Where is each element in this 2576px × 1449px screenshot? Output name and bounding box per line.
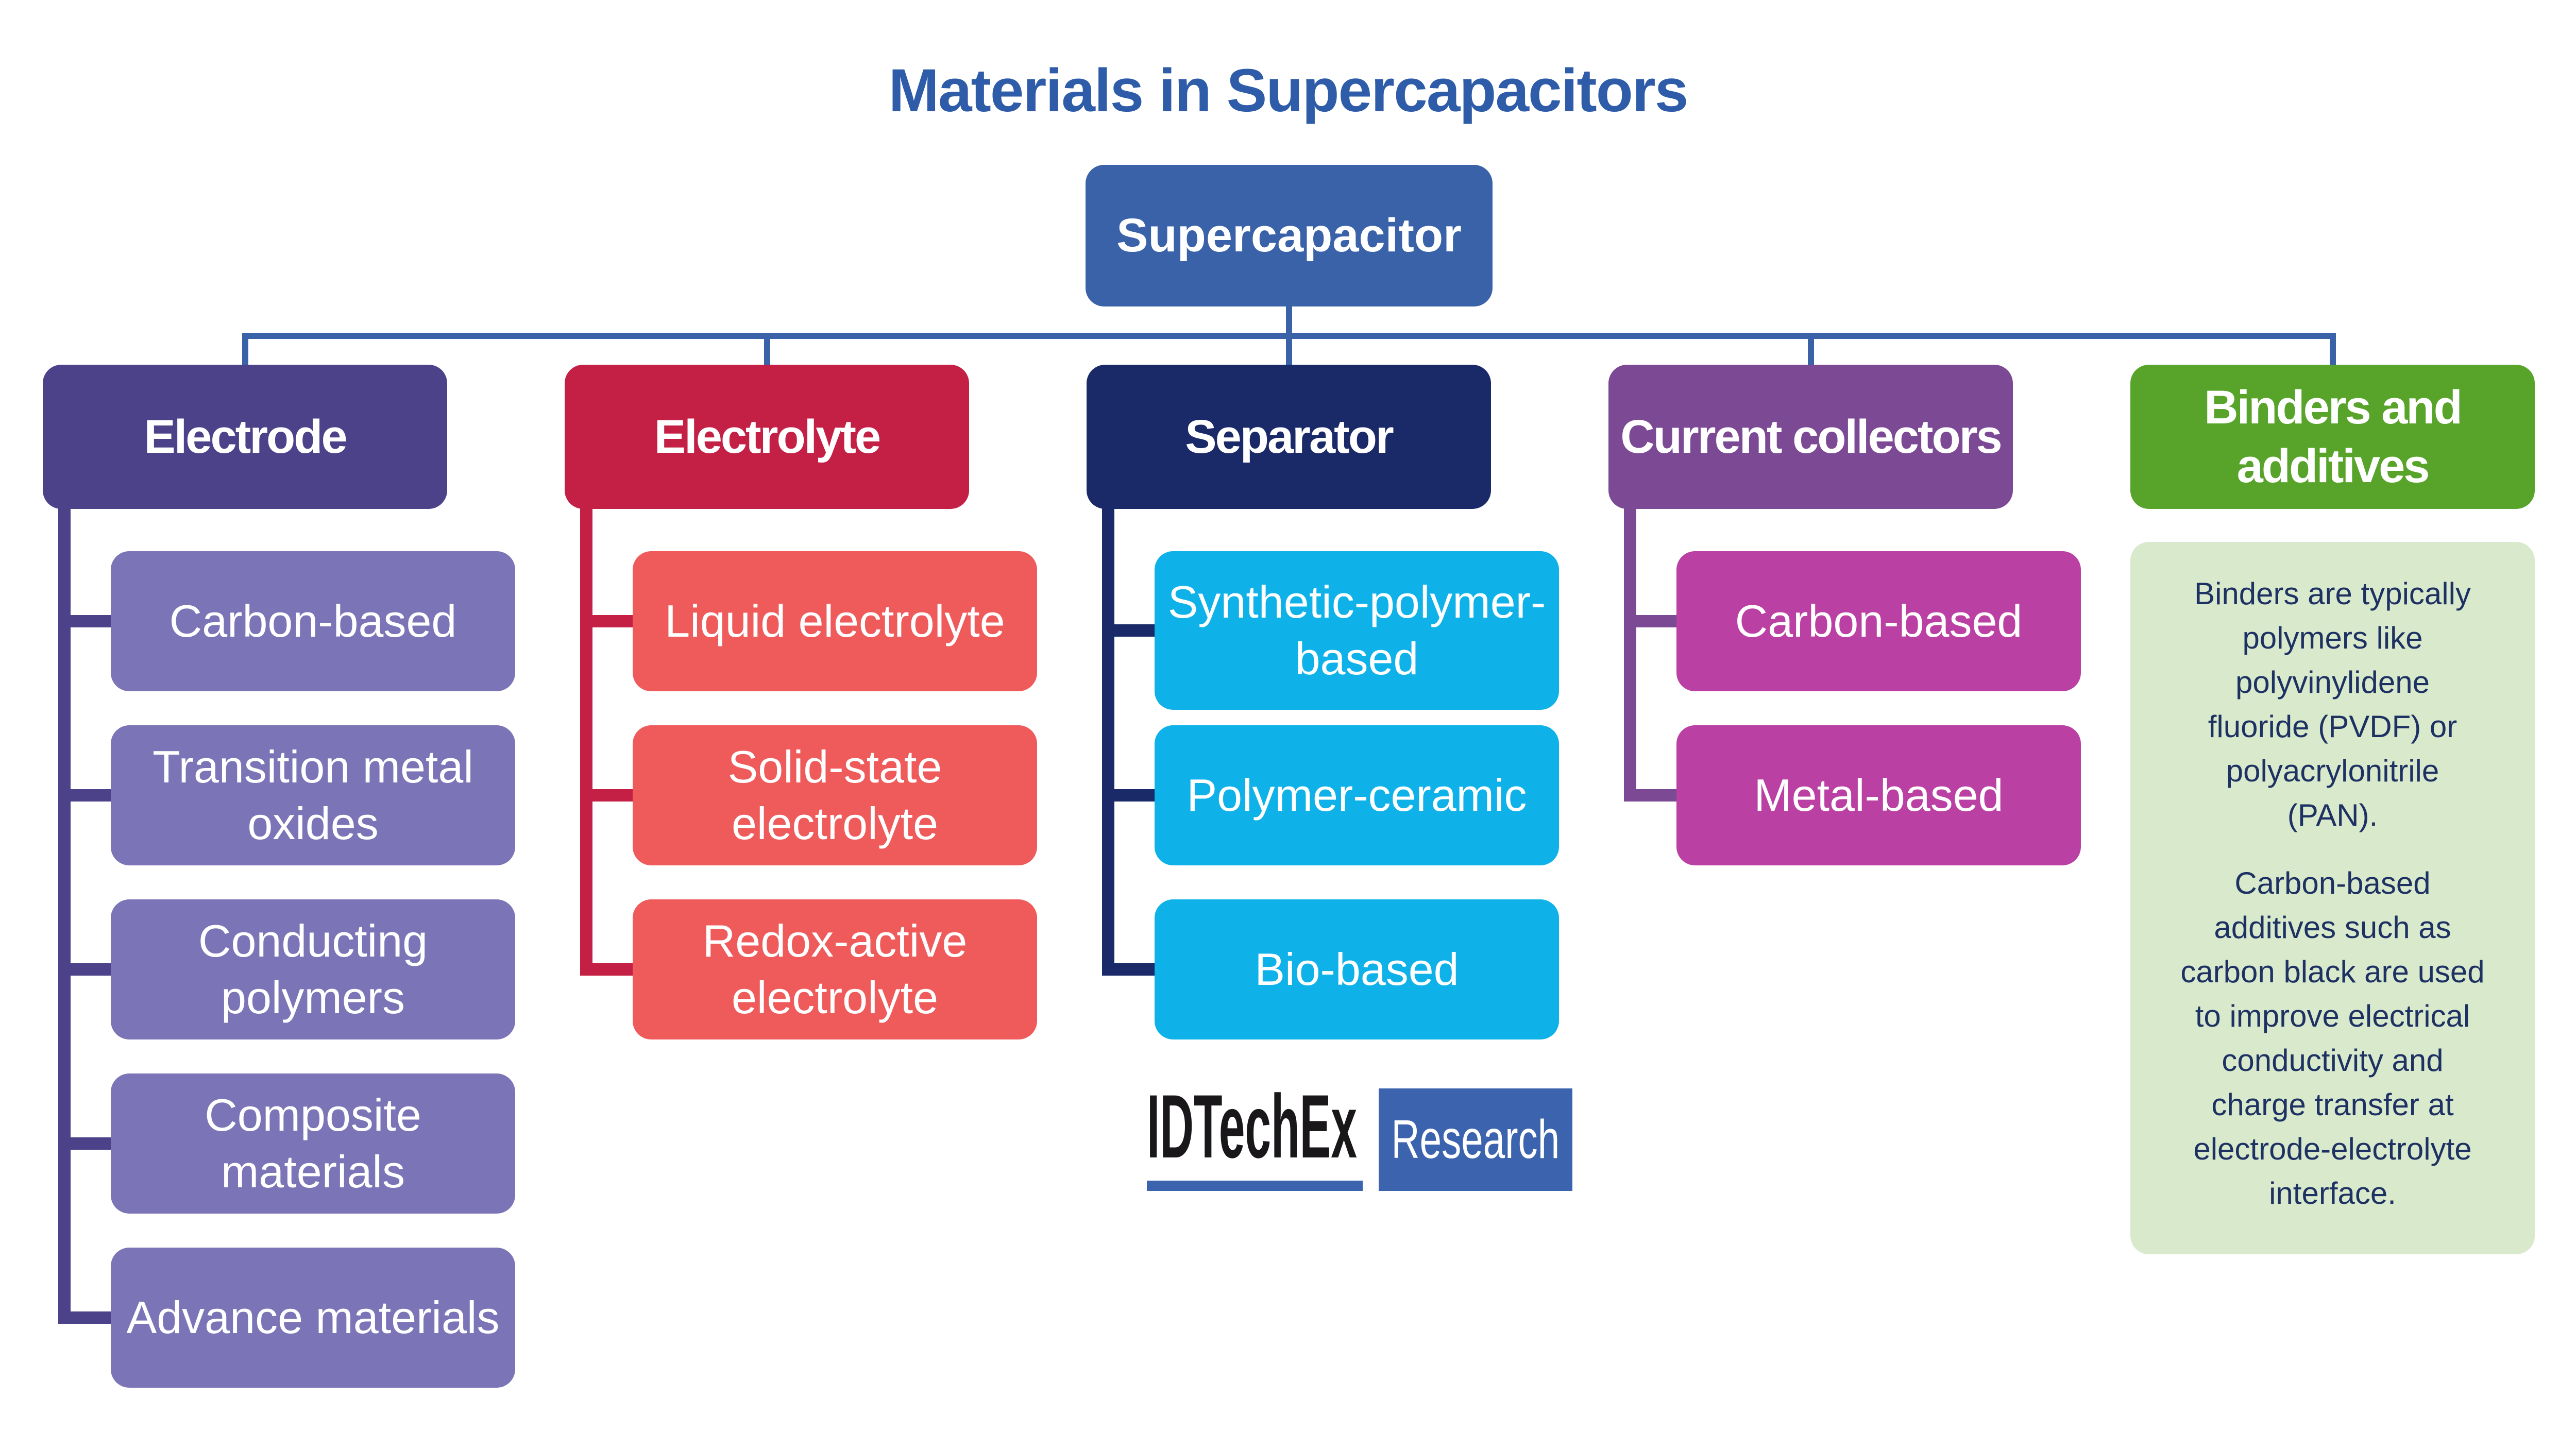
branch-header-separator: Separator [1087, 365, 1491, 509]
idtechex-research-label: Research [1391, 1109, 1560, 1170]
child-node-label-separator-2: Bio-based [1255, 944, 1459, 995]
connector-drop-electrolyte [764, 339, 770, 365]
connector-stub-separator-1 [1102, 789, 1160, 802]
connector-stub-separator-2 [1102, 963, 1160, 976]
child-node-electrode-1: Transition metal oxides [111, 725, 515, 865]
branch-header-label-separator: Separator [1185, 411, 1394, 463]
connector-drop-electrode [242, 339, 248, 365]
child-node-label-electrode-1: Transition metal oxides [152, 741, 473, 849]
connector-stub-separator-0 [1102, 624, 1160, 637]
connector-stub-electrode-4 [58, 1311, 116, 1324]
connector-spine-current-collectors [1624, 506, 1636, 802]
connector-stub-electrode-0 [58, 615, 116, 627]
connector-drop-binders-and-additives [2329, 339, 2336, 365]
idtechex-logo-underline [1147, 1181, 1363, 1191]
branch-header-label-current-collectors: Current collectors [1620, 411, 2002, 463]
connector-spine-electrolyte [580, 506, 592, 976]
child-node-label-current-collectors-1: Metal-based [1754, 770, 2004, 821]
root-node-supercapacitor: Supercapacitor [1086, 165, 1493, 306]
connector-stub-electrolyte-1 [580, 789, 638, 802]
child-node-label-separator-0: Synthetic-polymer- based [1167, 576, 1546, 684]
child-node-label-electrode-4: Advance materials [126, 1292, 500, 1343]
connector-spine-electrode [58, 506, 71, 1324]
idtechex-research-badge: Research [1379, 1088, 1572, 1191]
connector-stub-electrolyte-2 [580, 963, 638, 976]
child-node-separator-2: Bio-based [1155, 899, 1559, 1039]
connector-stub-electrode-3 [58, 1137, 116, 1150]
child-node-electrode-0: Carbon-based [111, 551, 515, 691]
child-node-electrode-4: Advance materials [111, 1248, 515, 1388]
connector-stub-electrode-1 [58, 789, 116, 802]
child-node-label-separator-1: Polymer-ceramic [1187, 770, 1527, 821]
child-node-label-electrolyte-2: Redox-active electrolyte [702, 915, 968, 1023]
child-node-electrolyte-0: Liquid electrolyte [633, 551, 1037, 691]
child-node-electrode-2: Conducting polymers [111, 899, 515, 1039]
child-node-current-collectors-1: Metal-based [1676, 725, 2081, 865]
connector-stub-electrolyte-0 [580, 615, 638, 627]
branch-header-label-binders-and-additives: Binders and additives [2204, 381, 2463, 492]
root-node-label: Supercapacitor [1116, 209, 1462, 262]
branch-header-label-electrode: Electrode [144, 411, 347, 463]
idtechex-logo-text: IDTechEx [1147, 1077, 1357, 1177]
child-node-label-electrolyte-0: Liquid electrolyte [665, 595, 1005, 646]
branch-header-current-collectors: Current collectors [1608, 365, 2013, 509]
branch-header-binders-and-additives: Binders and additives [2130, 365, 2535, 509]
connector-horizontal-bar [242, 333, 2336, 339]
note-box-binders-and-additives: Binders are typically polymers like poly… [2130, 542, 2535, 1254]
child-node-label-electrolyte-1: Solid-state electrolyte [727, 741, 942, 849]
connector-drop-current-collectors [1807, 339, 1814, 365]
branch-header-electrode: Electrode [43, 365, 447, 509]
child-node-separator-1: Polymer-ceramic [1155, 725, 1559, 865]
branch-header-label-electrolyte: Electrolyte [654, 411, 881, 463]
child-node-label-electrode-3: Composite materials [205, 1089, 421, 1197]
connector-stub-electrode-2 [58, 963, 116, 976]
child-node-electrolyte-1: Solid-state electrolyte [633, 725, 1037, 865]
connector-stub-current-collectors-0 [1624, 615, 1682, 627]
branch-header-electrolyte: Electrolyte [565, 365, 969, 509]
child-node-current-collectors-0: Carbon-based [1676, 551, 2081, 691]
connector-stub-current-collectors-1 [1624, 789, 1682, 802]
child-node-label-current-collectors-0: Carbon-based [1735, 595, 2023, 646]
child-node-label-electrode-2: Conducting polymers [198, 915, 428, 1023]
connector-spine-separator [1102, 506, 1114, 976]
note-paragraph-2: Carbon-based additives such as carbon bl… [2180, 866, 2485, 1211]
page-title: Materials in Supercapacitors [888, 57, 1689, 125]
child-node-electrode-3: Composite materials [111, 1073, 515, 1214]
child-node-electrolyte-2: Redox-active electrolyte [633, 899, 1037, 1039]
child-node-separator-0: Synthetic-polymer- based [1155, 551, 1559, 710]
connector-drop-separator [1285, 339, 1292, 365]
connector-root-stem [1285, 305, 1292, 339]
note-paragraph-1: Binders are typically polymers like poly… [2194, 576, 2471, 832]
child-node-label-electrode-0: Carbon-based [169, 595, 457, 646]
